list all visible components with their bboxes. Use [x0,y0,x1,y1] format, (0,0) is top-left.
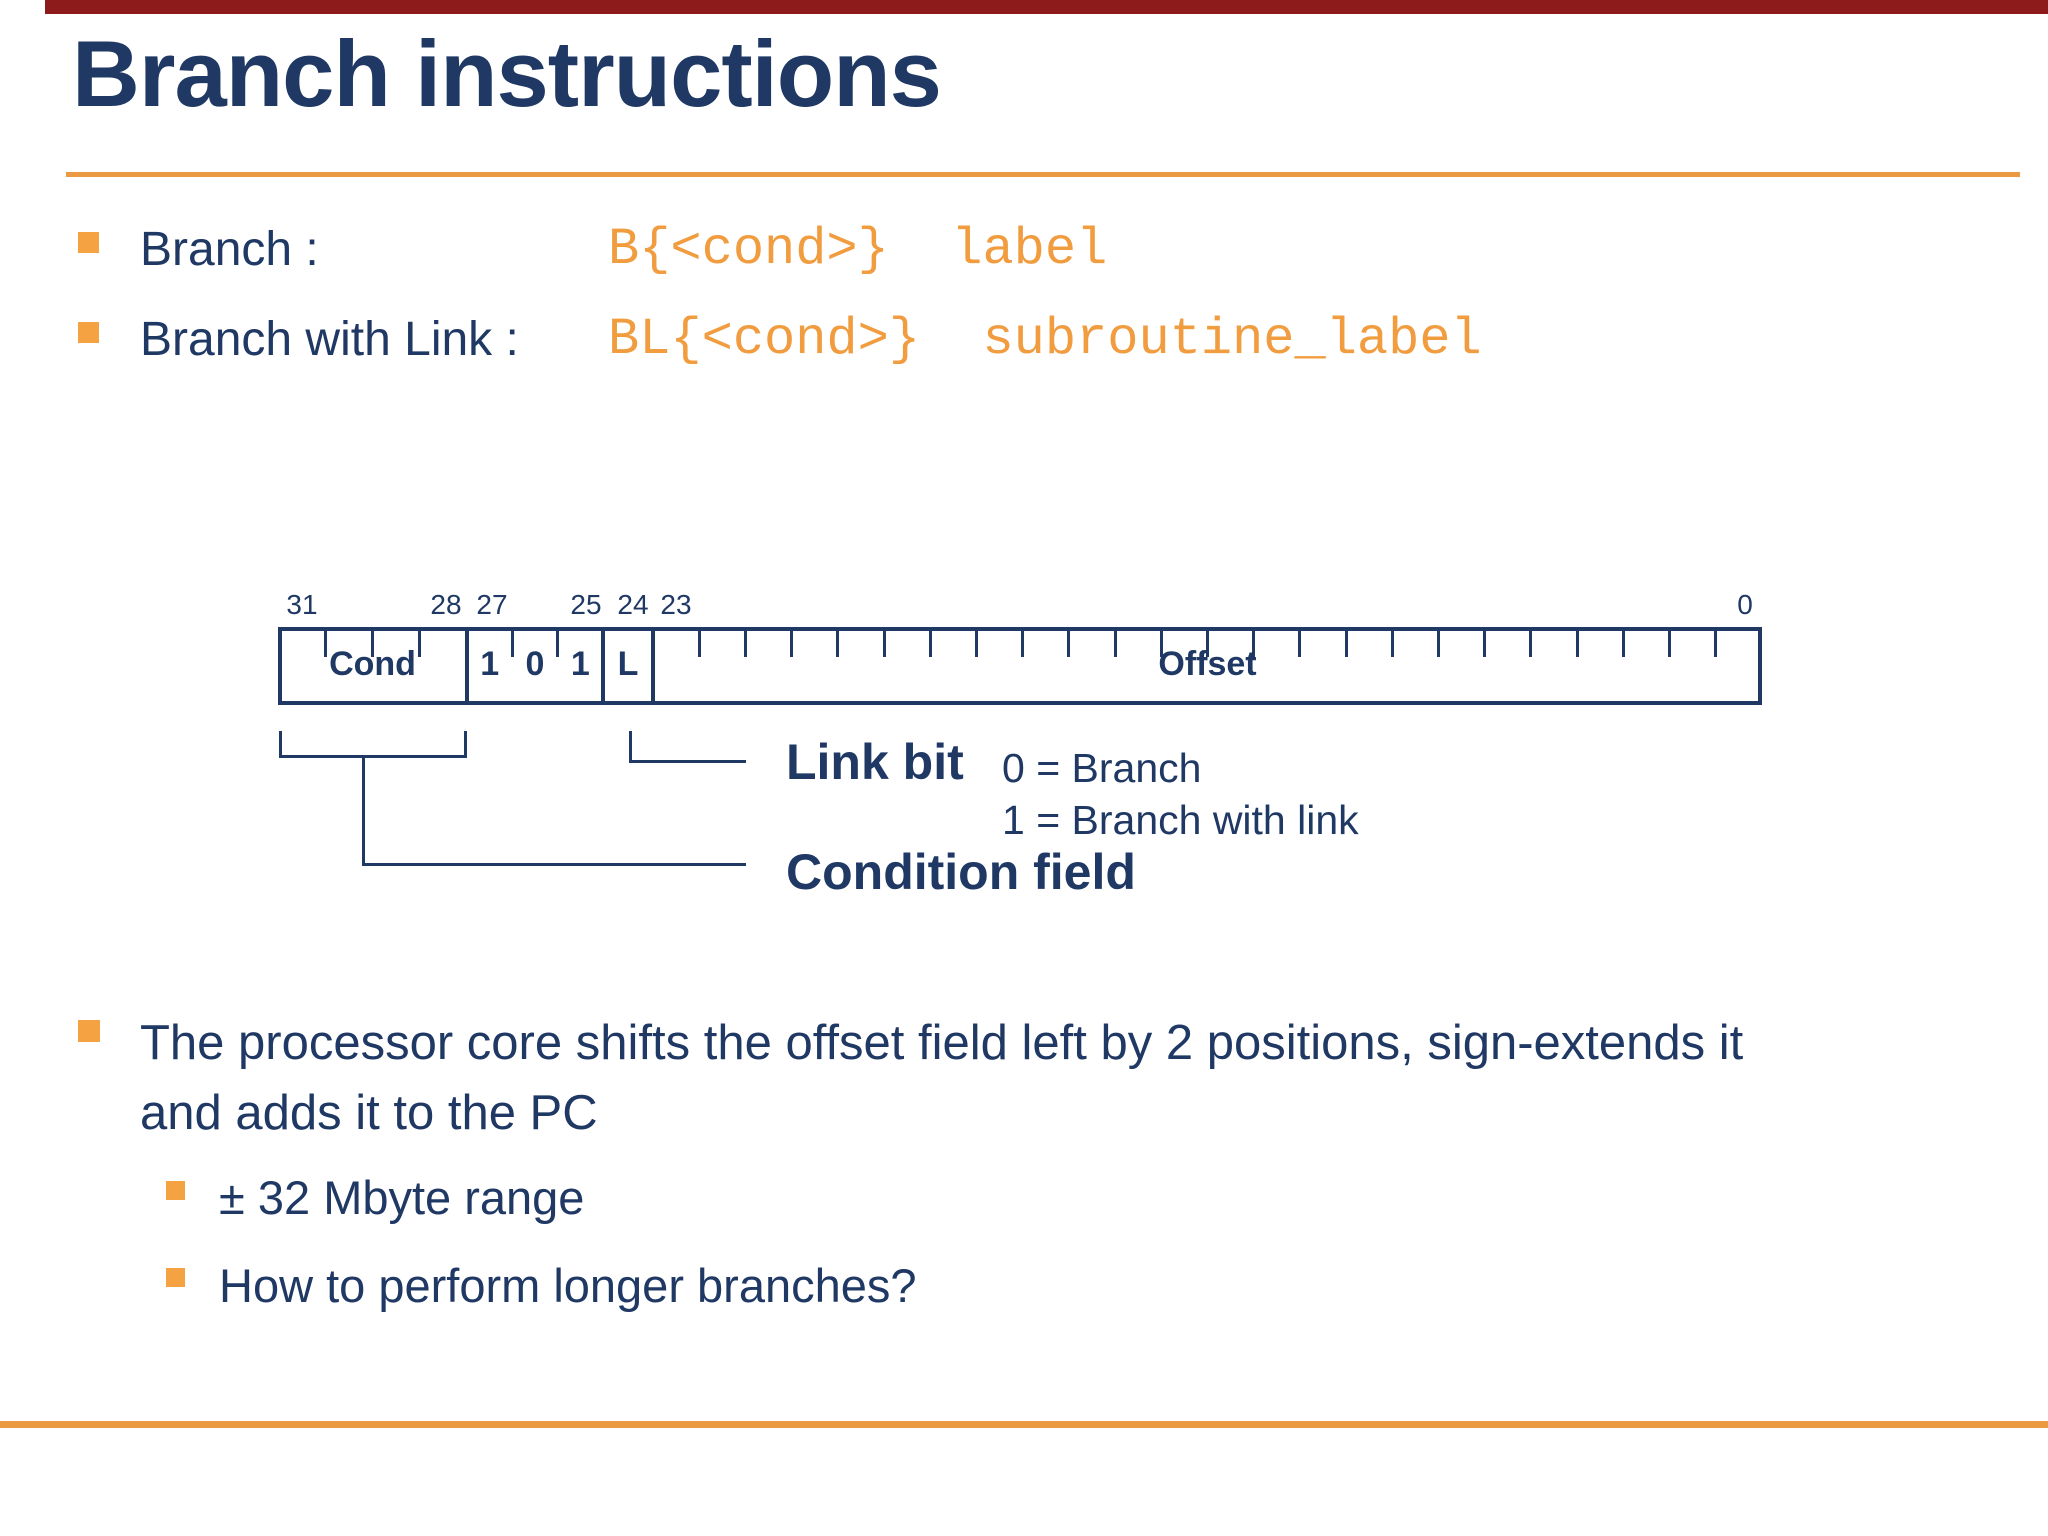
paragraph-line-1: The processor core shifts the offset fie… [140,1016,1744,1070]
bit-tick [1206,631,1209,657]
bit-tick [323,631,327,657]
bullet-square-icon [78,322,99,343]
field-bit-label: 1 [570,645,590,683]
link-bit-1-meaning: 1 = Branch with link [1002,797,1359,843]
bit-tick [928,631,932,657]
bit-tick [1390,631,1394,657]
bit-tick [1298,631,1302,657]
bullet-row-branch-with-link: Branch with Link : BL{<cond>} subroutine… [0,310,2048,382]
field-label-offset: Offset [1158,645,1257,683]
bit-tick [510,631,514,657]
bit-number-label: 0 [1737,589,1753,620]
paragraph-line-2: and adds it to the PC [140,1086,598,1140]
link-bit-connector-vertical [629,731,632,763]
condition-field-label: Condition field [786,844,1136,900]
field-label-cond: Cond [329,645,416,683]
field-bit-label: 1 [480,645,500,683]
bullet-code: B{<cond>} label [608,220,1108,279]
bit-tick [1113,631,1117,657]
sub-bullet-range: ± 32 Mbyte range [219,1171,585,1224]
bit-tick [1067,631,1071,657]
sub-bullet-longer-branches: How to perform longer branches? [219,1259,917,1312]
bit-tick [1668,631,1672,657]
bit-tick [418,631,422,657]
bit-tick [1529,631,1533,657]
bit-tick [371,631,374,657]
bit-tick [1575,631,1579,657]
encoding-box [278,627,1762,705]
bit-number-label: 23 [660,589,692,620]
bit-tick [1483,631,1487,657]
bit-tick [1344,631,1348,657]
field-divider [465,627,469,705]
bit-number-label: 31 [286,589,318,620]
bullet-label: Branch : [140,223,319,276]
bit-number-label: 27 [476,589,508,620]
bit-tick [1252,631,1256,657]
bullet-code: BL{<cond>} subroutine_label [608,310,1482,369]
bit-tick [836,631,840,657]
bit-number-label: 24 [617,589,649,620]
bit-tick [974,631,978,657]
slide-title: Branch instructions [72,21,942,126]
bit-tick [697,631,701,657]
bottom-accent-rule [0,1421,2048,1428]
link-bit-0-meaning: 0 = Branch [1002,745,1202,791]
sub-bullet-square-icon [166,1181,185,1200]
bit-tick [1021,631,1025,657]
cond-field-bracket [279,731,467,758]
bit-tick [1159,631,1163,657]
bit-tick [556,631,560,657]
bullet-square-icon [78,232,99,253]
cond-field-connector-horizontal [362,863,746,866]
sub-bullet-square-icon [166,1268,185,1287]
field-label-l: L [617,645,639,683]
cond-field-connector-vertical [362,756,365,866]
top-accent-bar [45,0,2048,14]
title-underline-rule [66,172,2020,177]
link-bit-label: Link bit [786,734,964,790]
field-divider [651,627,655,705]
bit-number-label: 28 [430,589,462,620]
bullet-label: Branch with Link : [140,313,533,366]
link-bit-connector-horizontal [629,760,746,763]
paragraph-text: The processor core shifts the offset fie… [140,1008,2048,1148]
bullet-row-branch: Branch : B{<cond>} label [0,220,2048,292]
bit-tick [1714,631,1718,657]
bit-tick [1621,631,1625,657]
bit-tick [882,631,886,657]
bit-tick [1437,631,1441,657]
bit-tick [743,631,747,657]
field-divider [601,627,605,705]
bit-tick [790,631,794,657]
bullet-square-icon [78,1020,100,1042]
field-bit-label: 0 [525,645,545,683]
bit-number-label: 25 [570,589,602,620]
